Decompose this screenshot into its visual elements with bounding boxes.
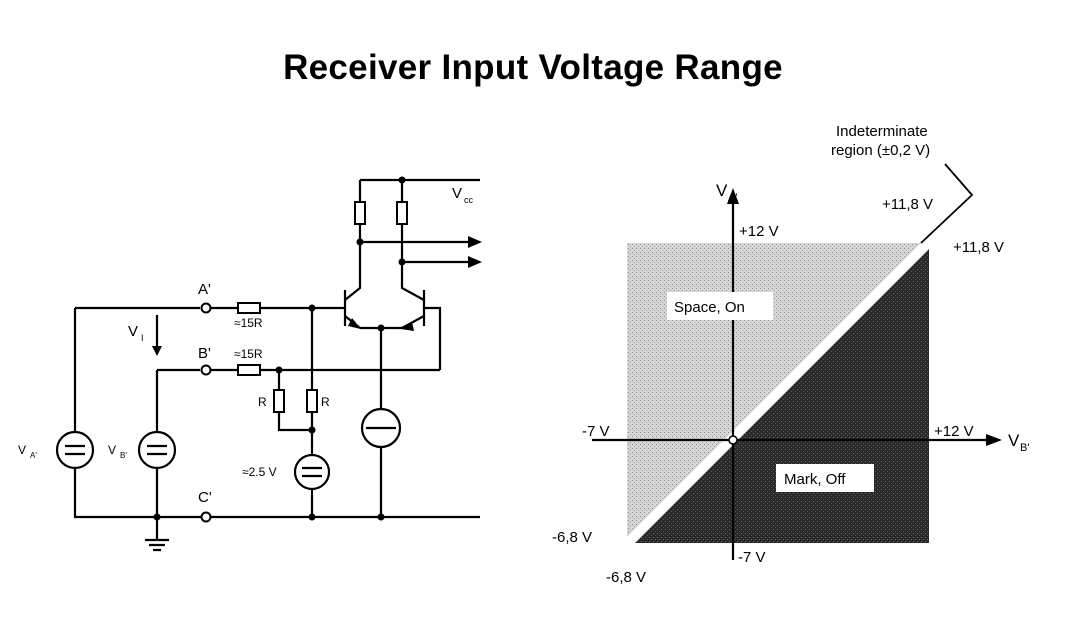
y-axis-sub: A' (728, 192, 737, 204)
indeterminate-label-1: Indeterminate (836, 123, 928, 140)
node-c-label: C' (198, 489, 212, 506)
y-bottom-label: -7 V (738, 549, 766, 566)
res-b-label: ≈15R (234, 347, 263, 361)
terminal-b (200, 364, 212, 376)
corner-bl-left-label: -6,8 V (552, 529, 592, 546)
collector-resistor-right (396, 201, 408, 225)
current-source (360, 407, 402, 449)
corner-bl-bottom-label: -6,8 V (606, 569, 646, 586)
resistor-r1 (273, 389, 285, 413)
indeterminate-pointer (920, 163, 974, 244)
source-b-sub: B' (120, 451, 127, 460)
space-label-box (667, 292, 773, 320)
bias-source (293, 453, 331, 491)
corner-tr-top-label: +11,8 V (882, 196, 933, 213)
y-axis-label: V (716, 181, 728, 200)
y-top-label: +12 V (739, 223, 779, 240)
vi-sub: I (141, 333, 144, 343)
r2-label: R (321, 395, 330, 409)
slide-title: Receiver Input Voltage Range (283, 48, 783, 87)
node-b-label: B' (198, 345, 211, 362)
ground-symbol (145, 517, 169, 552)
voltage-source-vb (137, 430, 177, 470)
x-left-label: -7 V (582, 423, 610, 440)
source-b-label: V (108, 443, 116, 457)
x-axis-sub: B' (1020, 442, 1029, 454)
vcc-sub: cc (464, 195, 474, 205)
transistor-left (343, 242, 362, 329)
collector-resistor-left (354, 201, 366, 225)
terminal-a (200, 302, 212, 314)
vcc-label: V (452, 185, 462, 202)
space-label: Space, On (674, 299, 745, 316)
x-right-label: +12 V (934, 423, 974, 440)
voltage-range-graph: V A' V B' +12 V +12 V -7 V -7 V +11,8 V … (552, 123, 1029, 586)
node-a-label: A' (198, 281, 211, 298)
vi-label: V (128, 323, 138, 340)
mark-label: Mark, Off (784, 471, 846, 488)
res-a-label: ≈15R (234, 316, 263, 330)
source-a-sub: A' (30, 451, 37, 460)
corner-tr-right-label: +11,8 V (953, 239, 1004, 256)
transistor-right (400, 262, 426, 331)
mark-label-box (776, 464, 874, 492)
source-a-label: V (18, 443, 26, 457)
resistor-r2 (306, 389, 318, 413)
bias-label: ≈2.5 V (242, 465, 277, 479)
circuit-schematic: V A' V B' A' B' C' V I ≈15R ≈15R (18, 176, 482, 552)
resistor-15r-a (237, 302, 261, 314)
r1-label: R (258, 395, 267, 409)
terminal-c (200, 511, 212, 523)
x-axis-label: V (1008, 431, 1020, 450)
resistor-15r-b (237, 364, 261, 376)
voltage-source-va (55, 430, 95, 470)
indeterminate-label-2: region (±0,2 V) (831, 142, 930, 159)
